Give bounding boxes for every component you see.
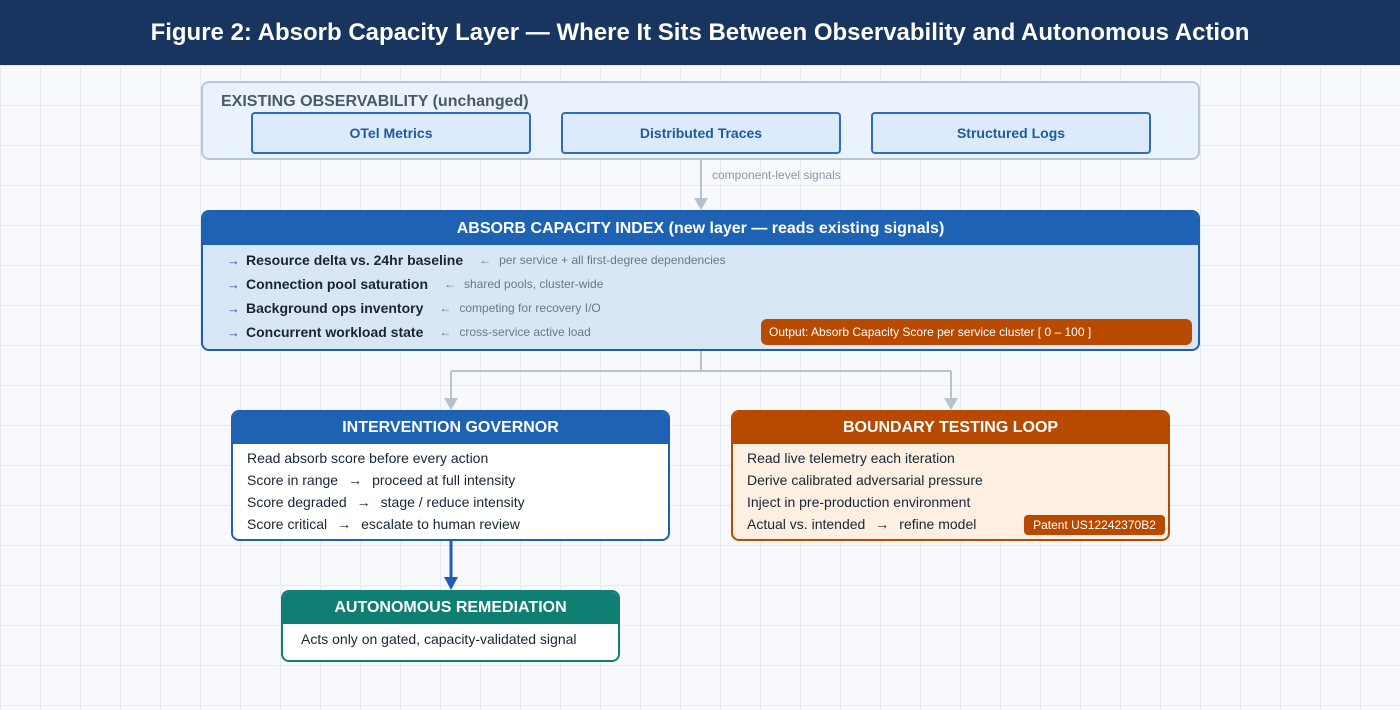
boundary-line: Actual vs. intended → refine model	[747, 516, 976, 532]
governor-title: INTERVENTION GOVERNOR	[233, 412, 668, 444]
absorb-row: → Connection pool saturation ← shared po…	[227, 276, 603, 292]
absorb-row-note: cross-service active load	[459, 325, 591, 339]
boundary-testing-card: BOUNDARY TESTING LOOP Read live telemetr…	[731, 410, 1170, 541]
governor-action: stage / reduce intensity	[380, 494, 525, 510]
boundary-arrowhead	[944, 398, 958, 410]
arrow-left-icon: ←	[479, 253, 492, 267]
governor-line: Score critical → escalate to human review	[247, 516, 520, 532]
figure-title: Figure 2: Absorb Capacity Layer — Where …	[0, 0, 1400, 65]
arrow-right-icon: →	[227, 324, 240, 340]
remediation-title: AUTONOMOUS REMEDIATION	[283, 592, 618, 624]
absorb-row-label: Concurrent workload state	[246, 324, 424, 340]
boundary-title: BOUNDARY TESTING LOOP	[733, 412, 1168, 444]
absorb-index-panel: ABSORB CAPACITY INDEX (new layer — reads…	[201, 210, 1200, 351]
absorb-row: → Background ops inventory ← competing f…	[227, 300, 601, 316]
absorb-row-note: per service + all first-degree dependenc…	[499, 253, 726, 267]
observability-label: EXISTING OBSERVABILITY (unchanged)	[221, 93, 529, 110]
structured-logs-chip: Structured Logs	[871, 112, 1151, 154]
signals-arrowhead	[694, 198, 708, 210]
boundary-action: refine model	[899, 516, 977, 532]
absorb-row-note: shared pools, cluster-wide	[464, 277, 604, 291]
absorb-row: → Resource delta vs. 24hr baseline ← per…	[227, 252, 726, 268]
otel-metrics-chip: OTel Metrics	[251, 112, 531, 154]
governor-line: Read absorb score before every action	[247, 450, 489, 466]
boundary-condition: Actual vs. intended	[747, 516, 866, 532]
arrow-right-icon: →	[227, 252, 240, 268]
governor-condition: Score degraded	[247, 494, 347, 510]
governor-line: Score degraded → stage / reduce intensity	[247, 494, 525, 510]
arrow-left-icon: ←	[439, 301, 452, 315]
governor-action: escalate to human review	[361, 516, 520, 532]
boundary-line: Read live telemetry each iteration	[747, 450, 955, 466]
absorb-row: → Concurrent workload state ← cross-serv…	[227, 324, 591, 340]
arrow-right-icon: →	[337, 516, 352, 532]
boundary-line: Derive calibrated adversarial pressure	[747, 472, 983, 488]
governor-condition: Score in range	[247, 472, 339, 488]
governor-line: Score in range → proceed at full intensity	[247, 472, 515, 488]
remediation-arrowhead	[444, 577, 458, 590]
absorb-output-badge: Output: Absorb Capacity Score per servic…	[761, 319, 1192, 345]
arrow-left-icon: ←	[444, 277, 456, 291]
distributed-traces-chip: Distributed Traces	[561, 112, 841, 154]
absorb-row-label: Background ops inventory	[246, 300, 424, 316]
arrow-right-icon: →	[227, 276, 240, 292]
governor-action: proceed at full intensity	[372, 472, 516, 488]
governor-arrowhead	[444, 398, 458, 410]
arrow-right-icon: →	[227, 300, 240, 316]
patent-badge: Patent US12242370B2	[1024, 515, 1165, 535]
remediation-line: Acts only on gated, capacity-validated s…	[301, 631, 577, 647]
boundary-line: Inject in pre-production environment	[747, 494, 971, 510]
arrow-right-icon: →	[875, 516, 890, 532]
absorb-row-note: competing for recovery I/O	[459, 301, 601, 315]
observability-panel: EXISTING OBSERVABILITY (unchanged) OTel …	[201, 81, 1200, 160]
absorb-row-label: Connection pool saturation	[246, 276, 428, 292]
absorb-row-label: Resource delta vs. 24hr baseline	[246, 252, 464, 268]
intervention-governor-card: INTERVENTION GOVERNOR Read absorb score …	[231, 410, 670, 541]
arrow-right-icon: →	[348, 472, 363, 488]
split-connector	[450, 351, 952, 399]
absorb-index-title: ABSORB CAPACITY INDEX (new layer — reads…	[203, 212, 1198, 245]
arrow-right-icon: →	[356, 494, 371, 510]
arrow-left-icon: ←	[439, 325, 452, 339]
governor-condition: Score critical	[247, 516, 328, 532]
autonomous-remediation-card: AUTONOMOUS REMEDIATION Acts only on gate…	[281, 590, 620, 662]
signal-label: component-level signals	[712, 168, 841, 182]
